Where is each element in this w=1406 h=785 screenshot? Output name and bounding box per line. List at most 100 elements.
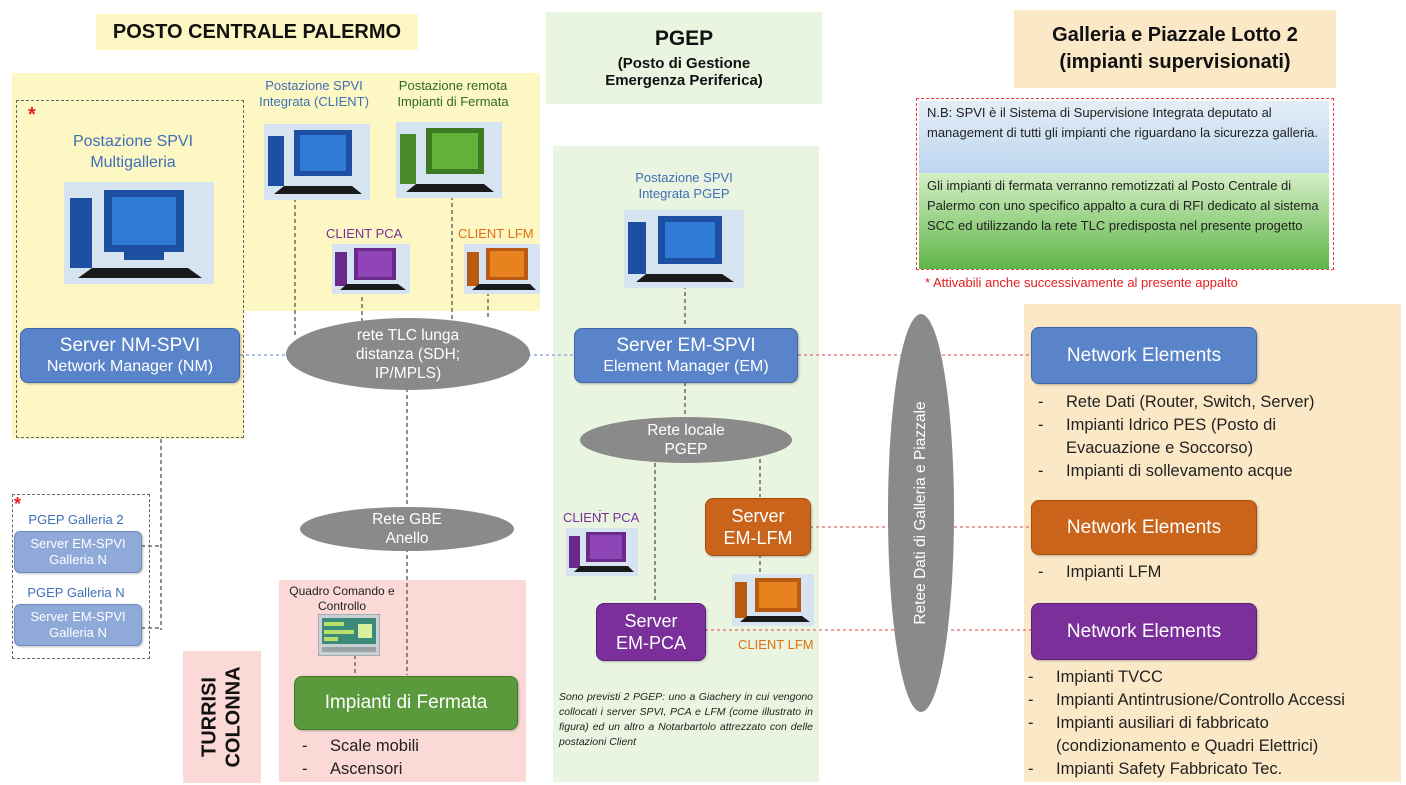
list-item: Ascensori xyxy=(294,758,514,781)
server-em-lfm[interactable]: Server EM-LFM xyxy=(705,498,811,556)
client-lfm-label-left: CLIENT LFM xyxy=(458,226,534,241)
network-elements-purple[interactable]: Network Elements xyxy=(1031,603,1257,660)
client-integrata-line1: Postazione SPVI xyxy=(265,78,363,93)
pgep-title-line1: PGEP xyxy=(654,27,714,50)
server-pca-line1: Server xyxy=(624,611,678,631)
quadro-line1: Quadro Comando e xyxy=(289,584,395,598)
galleria-title-line1: Galleria e Piazzale Lotto 2 xyxy=(1052,24,1298,46)
impianti-fermata-list: Scale mobili Ascensori xyxy=(294,735,514,781)
rete-locale-line1: Rete locale xyxy=(647,422,725,439)
rete-gbe-line2: Anello xyxy=(385,530,429,547)
workstation-client-lfm-left-icon xyxy=(464,244,540,294)
note-nb: N.B: SPVI è il Sistema di Supervisione I… xyxy=(919,101,1329,173)
rete-dati-galleria-piazzale[interactable] xyxy=(888,314,954,712)
quadro-line2: Controllo xyxy=(317,599,367,613)
impianti-di-fermata-box[interactable]: Impianti di Fermata xyxy=(294,676,518,730)
pgep-title: PGEP (Posto di Gestione Emergenza Perife… xyxy=(546,12,822,104)
turrisi-line1: TURRISI xyxy=(199,677,222,758)
client-integrata-line2: Integrata (CLIENT) xyxy=(259,94,369,109)
server-nm-spvi[interactable]: Server NM-SPVI Network Manager (NM) xyxy=(20,328,240,383)
rete-tlc-line1: rete TLC lunga xyxy=(356,326,460,344)
server-em-spvi-line1: Server EM-SPVI xyxy=(616,335,756,356)
client-pca-label-pgep: CLIENT PCA xyxy=(563,510,640,525)
server-em-pca[interactable]: Server EM-PCA xyxy=(596,603,706,661)
spvi-pgep-line2: Integrata PGEP xyxy=(638,186,730,201)
quadro-comando-label: Quadro Comando e Controllo xyxy=(282,584,402,614)
turrisi-colonna-label: TURRISI COLONNA xyxy=(183,651,261,783)
rete-tlc-line3: IP/MPLS) xyxy=(374,364,442,382)
server-galleria-n-line2: Galleria N xyxy=(49,625,107,640)
server-em-spvi-galleria-2[interactable]: Server EM-SPVI Galleria N xyxy=(14,531,142,573)
server-lfm-line1: Server xyxy=(731,506,785,526)
workstation-client-pca-pgep-icon xyxy=(566,528,638,576)
pgep-note: Sono previsti 2 PGEP: uno a Giachery in … xyxy=(559,691,813,748)
rete-tlc-line2: distanza (SDH; xyxy=(355,345,461,363)
network-elements-blue-list: Rete Dati (Router, Switch, Server) Impia… xyxy=(1030,391,1370,483)
rete-gbe-line1: Rete GBE xyxy=(372,511,442,528)
list-item: Impianti TVCC xyxy=(1020,666,1395,689)
workstation-client-integrata-icon xyxy=(264,124,370,200)
list-item: Impianti Antintrusione/Controllo Accessi xyxy=(1020,689,1395,712)
galleria-title-line2: (impianti supervisionati) xyxy=(1059,51,1291,73)
client-pca-label-left: CLIENT PCA xyxy=(326,226,403,241)
remota-line2: Impianti di Fermata xyxy=(397,94,509,109)
list-item: Impianti di sollevamento acque xyxy=(1030,460,1370,483)
turrisi-panel xyxy=(183,651,261,783)
network-elements-blue[interactable]: Network Elements xyxy=(1031,327,1257,384)
server-galleria-2-line2: Galleria N xyxy=(49,552,107,567)
spvi-integrata-pgep-label: Postazione SPVI Integrata PGEP xyxy=(604,170,764,202)
network-elements-orange-list: Impianti LFM xyxy=(1030,561,1370,584)
rete-dati-galleria-label: Retee Dati di Galleria e Piazzale xyxy=(912,401,929,625)
pgep-galleria-n-label: PGEP Galleria N xyxy=(27,585,125,600)
server-em-spvi-galleria-n[interactable]: Server EM-SPVI Galleria N xyxy=(14,604,142,646)
rete-locale-pgep[interactable]: Rete locale PGEP xyxy=(580,417,792,463)
note-asterisk: * Attivabili anche successivamente al pr… xyxy=(925,275,1238,290)
multigalleria-dashed-box xyxy=(16,100,244,438)
network-elements-orange[interactable]: Network Elements xyxy=(1031,500,1257,555)
rete-locale-line2: PGEP xyxy=(664,441,708,458)
galleria-title-box xyxy=(1014,10,1336,88)
galleria-title: Galleria e Piazzale Lotto 2 (impianti su… xyxy=(1014,10,1336,88)
note-nb-box xyxy=(916,98,1334,270)
list-item: Impianti Idrico PES (Posto di Evacuazion… xyxy=(1030,414,1370,460)
posto-centrale-title-box xyxy=(96,14,418,50)
spvi-multigalleria-label: Postazione SPVI Multigalleria xyxy=(40,131,226,173)
pgep-title-line2: (Posto di Gestione xyxy=(617,55,751,72)
workstation-client-pca-left-icon xyxy=(332,244,410,294)
list-item: Impianti ausiliari di fabbricato (condiz… xyxy=(1020,712,1395,758)
workstation-multigalleria-icon xyxy=(64,182,214,284)
remota-label: Postazione remota Impianti di Fermata xyxy=(378,78,528,110)
gallerie-dashed-box xyxy=(12,494,150,659)
list-item: Impianti LFM xyxy=(1030,561,1370,584)
turrisi-colonna-text: TURRISI COLONNA xyxy=(198,666,246,767)
asterisk-top: * xyxy=(28,104,36,126)
workstation-remota-icon xyxy=(396,122,502,198)
server-galleria-2-line1: Server EM-SPVI xyxy=(30,536,126,551)
pgep-title-line3: Emergenza Periferica) xyxy=(605,72,763,89)
remota-line1: Postazione remota xyxy=(398,78,508,93)
server-galleria-n-line1: Server EM-SPVI xyxy=(30,609,126,624)
client-integrata-label: Postazione SPVI Integrata (CLIENT) xyxy=(244,78,384,110)
spvi-pgep-line1: Postazione SPVI xyxy=(635,170,733,185)
list-item: Impianti Safety Fabbricato Tec. xyxy=(1020,758,1395,781)
workstation-spvi-pgep-icon xyxy=(624,210,744,288)
rete-tlc-lunga-distanza[interactable]: rete TLC lunga distanza (SDH; IP/MPLS) xyxy=(286,318,530,390)
quadro-comando-icon xyxy=(318,614,380,656)
server-em-spvi[interactable]: Server EM-SPVI Element Manager (EM) xyxy=(574,328,798,383)
server-lfm-line2: EM-LFM xyxy=(723,528,793,548)
network-elements-purple-list: Impianti TVCC Impianti Antintrusione/Con… xyxy=(1020,666,1395,781)
rete-gbe-anello[interactable]: Rete GBE Anello xyxy=(300,507,514,551)
note-green: Gli impianti di fermata verranno remotiz… xyxy=(919,173,1329,269)
server-pca-line2: EM-PCA xyxy=(615,633,686,653)
turrisi-line2: COLONNA xyxy=(223,666,246,768)
asterisk-gallerie: * xyxy=(14,494,22,514)
spvi-multigalleria-line2: Multigalleria xyxy=(90,154,176,171)
spvi-multigalleria-line1: Postazione SPVI xyxy=(72,133,194,150)
server-em-spvi-line2: Element Manager (EM) xyxy=(603,358,769,375)
client-lfm-label-pgep: CLIENT LFM xyxy=(738,637,814,652)
list-item: Scale mobili xyxy=(294,735,514,758)
workstation-client-lfm-pgep-icon xyxy=(732,574,814,626)
list-item: Rete Dati (Router, Switch, Server) xyxy=(1030,391,1370,414)
server-nm-spvi-line1: Server NM-SPVI xyxy=(59,335,201,356)
server-nm-spvi-line2: Network Manager (NM) xyxy=(46,358,214,375)
